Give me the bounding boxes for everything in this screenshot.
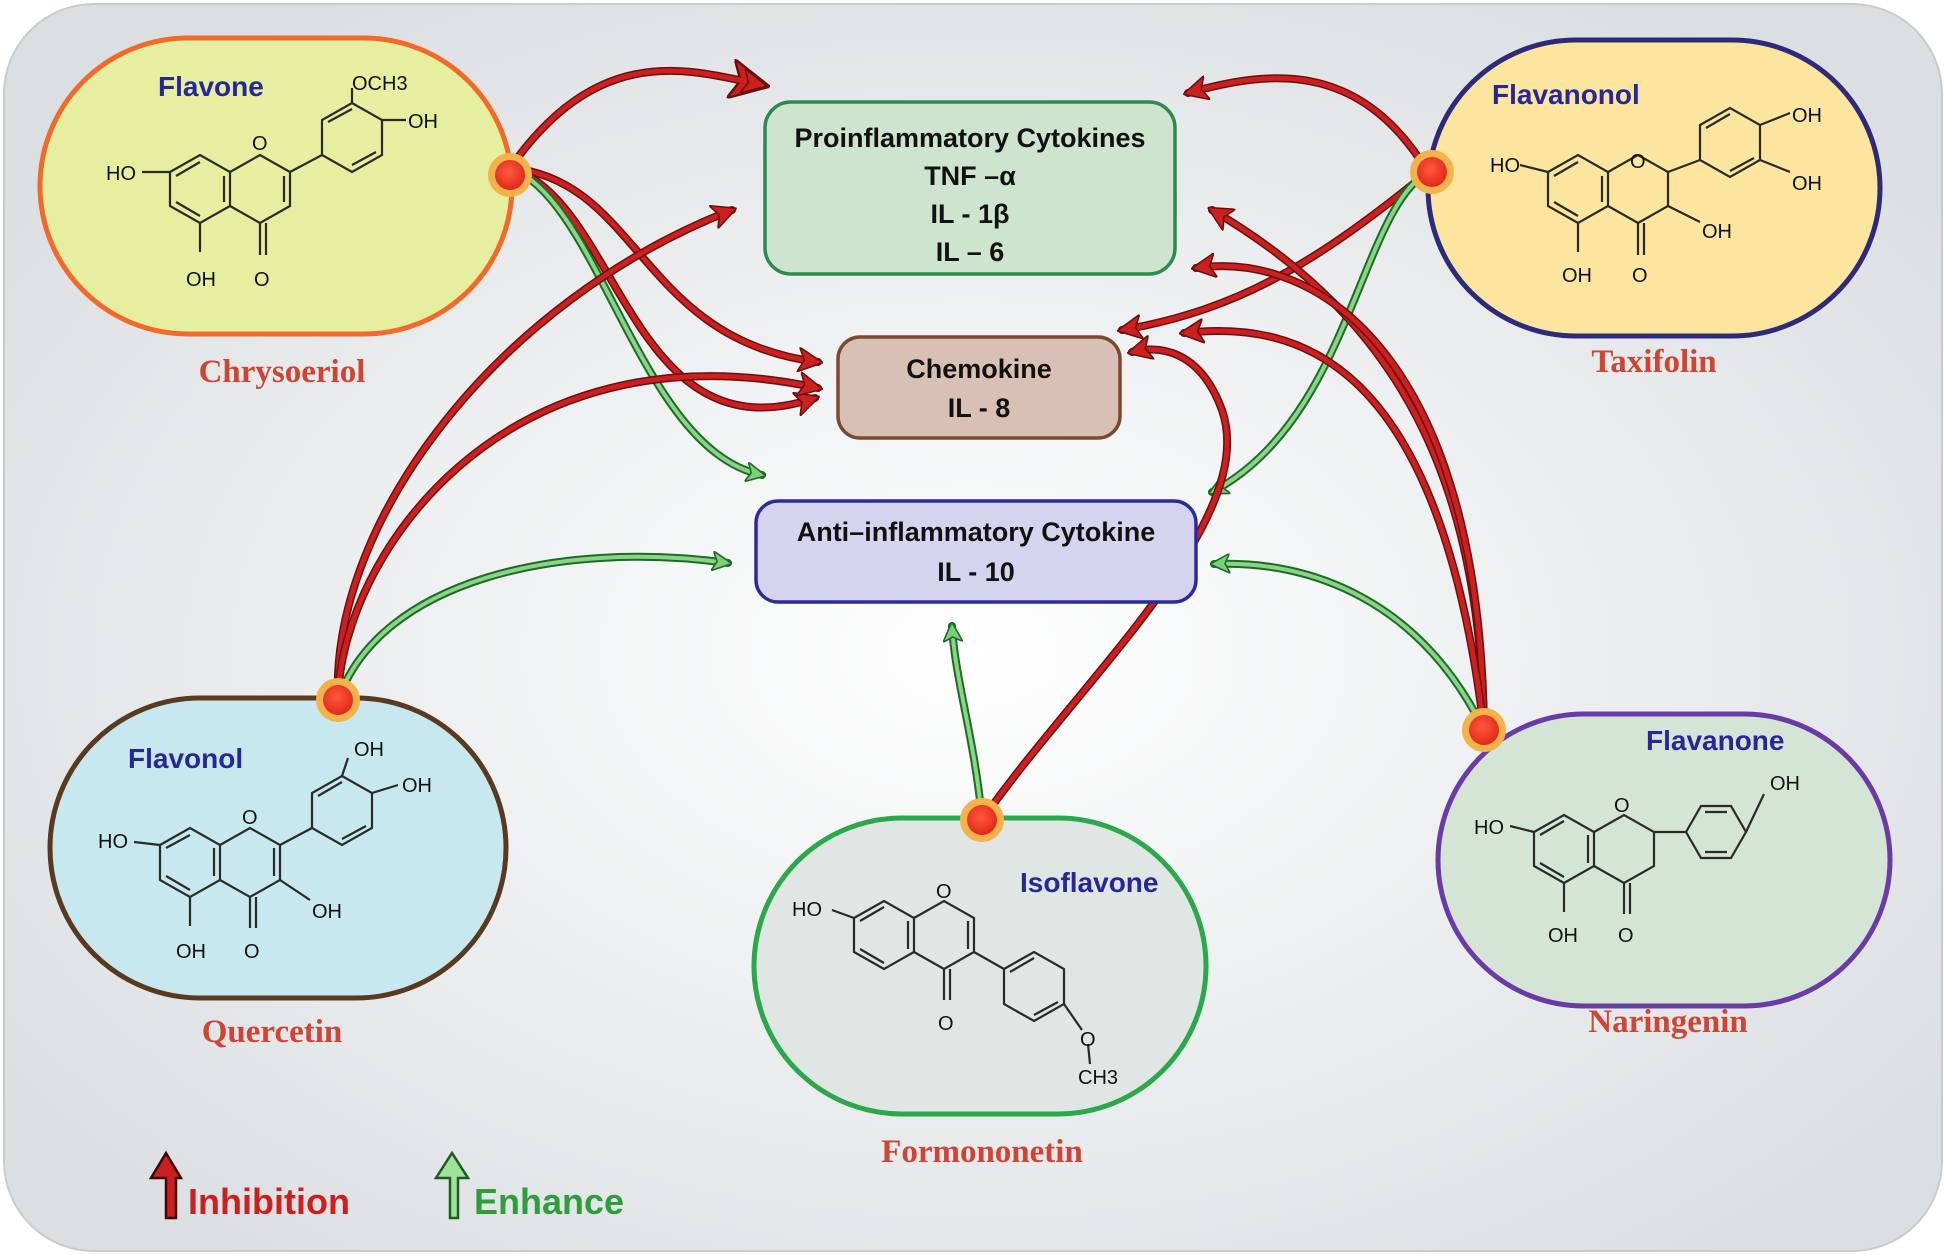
anti-inflammatory-title: Anti–inflammatory Cytokine bbox=[797, 517, 1156, 547]
proinflammatory-tnf: TNF –α bbox=[924, 161, 1016, 191]
formononetin-ch3: CH3 bbox=[1078, 1067, 1118, 1089]
proinflammatory-il1b: IL - 1β bbox=[931, 199, 1010, 229]
formononetin-structure: HO O O O CH3 bbox=[792, 881, 1118, 1089]
naringenin-ho-left: HO bbox=[1474, 817, 1504, 839]
proinflammatory-il6: IL – 6 bbox=[936, 237, 1005, 267]
chrysoeriol-structure: O OCH3 OH HO OH O bbox=[106, 73, 438, 291]
compound-name-naringenin: Naringenin bbox=[1588, 1004, 1748, 1040]
green-up-arrow-icon bbox=[433, 1150, 471, 1220]
naringenin-oh-bottom: OH bbox=[1548, 925, 1578, 947]
quercetin-oh-right: OH bbox=[402, 775, 432, 797]
legend-inhibition: Inhibition bbox=[188, 1181, 350, 1222]
quercetin-structure: O OH OH HO OH OH O bbox=[98, 739, 432, 963]
compound-formononetin: Isoflavone HO O O O CH3 Formononetin bbox=[751, 815, 1209, 1170]
compound-name-taxifolin: Taxifolin bbox=[1591, 344, 1716, 380]
quercetin-oh-ring: OH bbox=[312, 901, 342, 923]
compound-quercetin: Flavonol O OH OH HO OH OH O bbox=[47, 695, 509, 1050]
chrysoeriol-oh-bottom: OH bbox=[186, 269, 216, 291]
legend-enhance: Enhance bbox=[474, 1181, 624, 1222]
taxifolin-oh-right: OH bbox=[1792, 173, 1822, 195]
chrysoeriol-och3: OCH3 bbox=[352, 73, 408, 95]
compound-name-formononetin: Formononetin bbox=[881, 1134, 1083, 1170]
class-label-formononetin: Isoflavone bbox=[1020, 867, 1158, 898]
svg-text:O: O bbox=[242, 807, 258, 829]
node-dots bbox=[316, 150, 1506, 842]
svg-text:O: O bbox=[1630, 151, 1646, 173]
quercetin-oh-top: OH bbox=[354, 739, 384, 761]
chrysoeriol-ho-left: HO bbox=[106, 163, 136, 185]
compound-name-chrysoeriol: Chrysoeriol bbox=[199, 354, 366, 390]
arrow-layer bbox=[333, 71, 1488, 824]
red-up-arrow-icon bbox=[148, 1150, 184, 1220]
svg-text:O: O bbox=[1632, 265, 1648, 287]
taxifolin-structure: O OH OH HO OH OH O bbox=[1490, 105, 1822, 287]
chemokine-box: Chemokine IL - 8 bbox=[836, 335, 1122, 440]
naringenin-oh-top: OH bbox=[1770, 773, 1800, 795]
background-panel bbox=[3, 3, 1943, 1252]
compound-name-quercetin: Quercetin bbox=[202, 1014, 343, 1050]
chemokine-title: Chemokine bbox=[906, 354, 1052, 384]
proinflammatory-title: Proinflammatory Cytokines bbox=[794, 123, 1145, 153]
formononetin-ho: HO bbox=[792, 899, 822, 921]
legend: Inhibition Enhance bbox=[148, 1150, 624, 1222]
compound-taxifolin: Flavanonol O OH OH HO OH OH O Ta bbox=[1425, 37, 1883, 380]
chemokine-il8: IL - 8 bbox=[948, 393, 1011, 423]
svg-text:O: O bbox=[1614, 795, 1630, 817]
formononetin-keto-o: O bbox=[938, 1013, 954, 1035]
compound-naringenin: Flavanone O OH HO OH O Naringenin bbox=[1435, 711, 1893, 1040]
quercetin-ho-left: HO bbox=[98, 831, 128, 853]
anti-inflammatory-box: Anti–inflammatory Cytokine IL - 10 bbox=[754, 499, 1198, 604]
taxifolin-ho-left: HO bbox=[1490, 155, 1520, 177]
class-label-naringenin: Flavanone bbox=[1646, 725, 1784, 756]
svg-text:O: O bbox=[936, 881, 952, 903]
taxifolin-oh-ring: OH bbox=[1702, 221, 1732, 243]
chrysoeriol-oh-right: OH bbox=[408, 111, 438, 133]
class-label-taxifolin: Flavanonol bbox=[1492, 79, 1640, 110]
taxifolin-oh-bottom: OH bbox=[1562, 265, 1592, 287]
svg-text:O: O bbox=[254, 269, 270, 291]
chrysoeriol-ring-o: O bbox=[252, 133, 268, 155]
svg-text:O: O bbox=[1618, 925, 1634, 947]
quercetin-oh-bottom: OH bbox=[176, 941, 206, 963]
svg-text:O: O bbox=[1080, 1029, 1096, 1051]
compound-chrysoeriol: Flavone O OCH3 OH HO OH O Chrysoeriol bbox=[37, 35, 515, 390]
taxifolin-oh-top: OH bbox=[1792, 105, 1822, 127]
naringenin-structure: O OH HO OH O bbox=[1474, 773, 1800, 947]
proinflammatory-box: Proinflammatory Cytokines TNF –α IL - 1β… bbox=[763, 100, 1177, 276]
anti-inflammatory-il10: IL - 10 bbox=[937, 557, 1015, 587]
class-label-quercetin: Flavonol bbox=[128, 743, 243, 774]
svg-text:O: O bbox=[244, 941, 260, 963]
class-label-chrysoeriol: Flavone bbox=[158, 71, 264, 102]
